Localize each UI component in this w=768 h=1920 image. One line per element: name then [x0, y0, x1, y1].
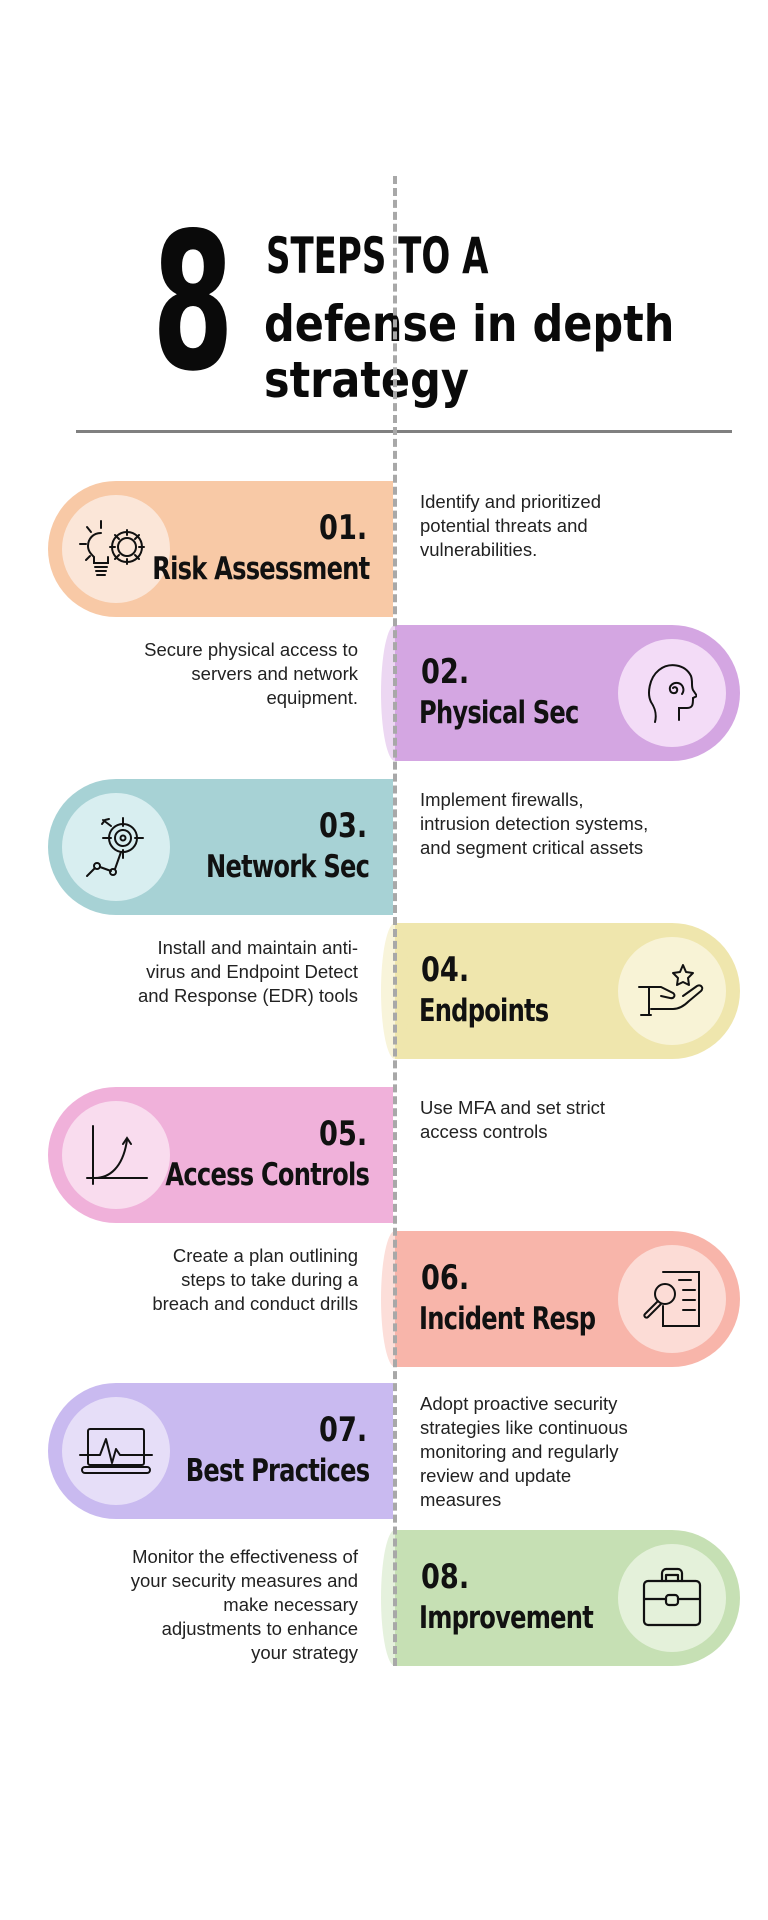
center-dashed-divider	[393, 176, 397, 1666]
step-description: Install and maintain anti- virus and End…	[58, 936, 358, 1008]
document-search-icon	[618, 1245, 726, 1353]
description-line: Implement firewalls,	[420, 789, 584, 810]
step-description: Use MFA and set strict access controls	[420, 1096, 720, 1144]
step-title: Best Practices	[185, 1453, 369, 1489]
description-line: strategies like continuous	[420, 1417, 628, 1438]
step-description: Implement firewalls, intrusion detection…	[420, 788, 720, 860]
title-number: 8	[152, 192, 234, 413]
description-line: Use MFA and set strict	[420, 1097, 606, 1118]
step-card-improvement: 08. Improvement	[381, 1530, 740, 1666]
description-line: monitoring and regularly	[420, 1441, 619, 1462]
step-title: Network Sec	[205, 849, 370, 885]
step-number: 08.	[421, 1557, 470, 1597]
step-card-network-sec: 03. Network Sec	[48, 779, 393, 915]
title-line-3: strategy	[264, 351, 469, 409]
title-line-1: STEPS TO A	[266, 227, 489, 285]
step-number: 06.	[421, 1258, 470, 1298]
description-line: your security measures and	[130, 1570, 358, 1591]
step-number: 04.	[421, 950, 470, 990]
step-title: Risk Assessment	[151, 551, 370, 587]
step-title: Physical Sec	[419, 695, 579, 731]
step-title: Improvement	[419, 1600, 594, 1636]
step-title: Access Controls	[165, 1157, 369, 1193]
description-line: potential threats and	[420, 515, 588, 536]
step-title: Incident Resp	[419, 1301, 596, 1337]
description-line: breach and conduct drills	[152, 1293, 358, 1314]
description-line: vulnerabilities.	[420, 539, 538, 560]
step-title: Endpoints	[419, 993, 549, 1029]
description-line: virus and Endpoint Detect	[146, 961, 358, 982]
step-description: Monitor the effectiveness of your securi…	[58, 1545, 358, 1665]
step-card-physical-sec: 02. Physical Sec	[381, 625, 740, 761]
description-line: review and update	[420, 1465, 572, 1486]
title-line-2: defense in depth	[264, 295, 675, 353]
step-description: Adopt proactive security strategies like…	[420, 1392, 720, 1512]
step-description: Identify and prioritized potential threa…	[420, 490, 720, 562]
target-chart-icon	[62, 793, 170, 901]
description-line: Create a plan outlining	[172, 1245, 358, 1266]
description-line: and segment critical assets	[420, 837, 644, 858]
step-number: 01.	[318, 508, 367, 548]
step-number: 02.	[421, 652, 470, 692]
description-line: access controls	[420, 1121, 548, 1142]
briefcase-icon	[618, 1544, 726, 1652]
description-line: your strategy	[251, 1642, 358, 1663]
step-card-access-controls: 05. Access Controls	[48, 1087, 393, 1223]
description-line: Install and maintain anti-	[157, 937, 358, 958]
step-card-risk-assessment: 01. Risk Assessment	[48, 481, 393, 617]
hand-star-icon	[618, 937, 726, 1045]
description-line: and Response (EDR) tools	[137, 985, 358, 1006]
head-spiral-icon	[618, 639, 726, 747]
step-card-endpoints: 04. Endpoints	[381, 923, 740, 1059]
step-description: Create a plan outlining steps to take du…	[58, 1244, 358, 1316]
description-line: measures	[420, 1489, 502, 1510]
description-line: Monitor the effectiveness of	[132, 1546, 358, 1567]
description-line: Secure physical access to	[144, 639, 358, 660]
step-number: 03.	[318, 806, 367, 846]
description-line: equipment.	[266, 687, 358, 708]
step-number: 05.	[318, 1114, 367, 1154]
description-line: Adopt proactive security	[420, 1393, 618, 1414]
description-line: intrusion detection systems,	[420, 813, 649, 834]
lightbulb-gear-icon	[62, 495, 170, 603]
description-line: steps to take during a	[181, 1269, 358, 1290]
description-line: servers and network	[191, 663, 358, 684]
description-line: adjustments to enhance	[161, 1618, 358, 1639]
laptop-pulse-icon	[62, 1397, 170, 1505]
step-card-incident-resp: 06. Incident Resp	[381, 1231, 740, 1367]
step-number: 07.	[318, 1410, 367, 1450]
step-card-best-practices: 07. Best Practices	[48, 1383, 393, 1519]
description-line: Identify and prioritized	[420, 491, 601, 512]
title-rule	[76, 430, 732, 433]
description-line: make necessary	[223, 1594, 358, 1615]
step-description: Secure physical access to servers and ne…	[58, 638, 358, 710]
growth-graph-icon	[62, 1101, 170, 1209]
